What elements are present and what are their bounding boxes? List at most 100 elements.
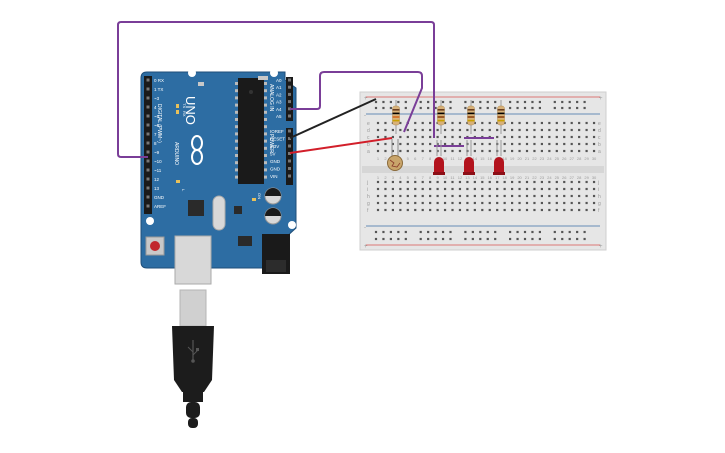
wire-purple-analog[interactable] — [290, 71, 423, 133]
column-number: 6 — [414, 156, 417, 161]
power-pin-label: IOREF — [270, 129, 284, 134]
resistors[interactable] — [392, 100, 505, 134]
analog-header-label: ANALOG IN — [268, 84, 274, 112]
digital-pin-label: 7 — [154, 132, 157, 137]
power-pin-label: GND — [270, 159, 281, 164]
digital-header-label: DIGITAL (PWM~) — [156, 104, 162, 143]
digital-pin-label: ~11 — [154, 168, 162, 173]
resistor[interactable] — [392, 100, 400, 134]
column-number: 14 — [473, 156, 478, 161]
column-number: 29 — [584, 156, 589, 161]
rx-led-label: RX — [182, 111, 187, 117]
column-number: 4 — [399, 175, 402, 180]
analog-header[interactable] — [286, 77, 293, 121]
red-led[interactable] — [433, 140, 445, 175]
column-number: 21 — [525, 175, 530, 180]
rail-plus-label-bottom: + — [364, 244, 368, 250]
l-led-label: L — [181, 189, 186, 192]
red-led[interactable] — [493, 140, 505, 175]
column-number: 7 — [422, 175, 425, 180]
bottom-power-rail[interactable] — [374, 230, 586, 241]
digital-pin-label: 13 — [154, 186, 160, 191]
wire-red-5v[interactable] — [289, 137, 393, 154]
column-number: 25 — [555, 156, 560, 161]
row-letter: g — [598, 201, 601, 207]
column-number: 26 — [562, 156, 567, 161]
on-led-label: ON — [257, 193, 262, 199]
column-number: 11 — [450, 175, 455, 180]
column-number: 12 — [458, 156, 463, 161]
column-number: 27 — [569, 175, 574, 180]
digital-pin-label: ~3 — [154, 96, 160, 101]
column-number: 26 — [562, 175, 567, 180]
column-number: 28 — [577, 175, 582, 180]
column-number: 1 — [377, 156, 380, 161]
reset-button[interactable] — [145, 236, 165, 256]
column-number: 22 — [532, 156, 537, 161]
breadboard-column-numbers: 1122334455667788991010111112121313141415… — [377, 156, 597, 180]
red-led[interactable] — [463, 140, 475, 175]
column-number: 3 — [392, 175, 395, 180]
tx-led-label: TX — [182, 103, 187, 108]
usb-symbol-icon — [187, 340, 199, 363]
row-letter: d — [367, 128, 370, 134]
board-model-label: UNO — [183, 96, 198, 125]
column-number: 8 — [429, 156, 432, 161]
column-number: 1 — [377, 175, 380, 180]
column-number: 6 — [414, 175, 417, 180]
wire-purple-long[interactable] — [117, 21, 435, 158]
row-letter: f — [367, 208, 369, 214]
column-number: 29 — [584, 175, 589, 180]
digital-pin-label: ~10 — [154, 159, 162, 164]
column-number: 15 — [480, 156, 485, 161]
column-number: 18 — [502, 175, 507, 180]
column-number: 15 — [480, 175, 485, 180]
column-number: 24 — [547, 175, 552, 180]
rail-plus-label-top-right: + — [599, 96, 603, 102]
column-number: 8 — [429, 175, 432, 180]
column-number: 9 — [436, 175, 439, 180]
power-header[interactable] — [286, 128, 293, 185]
analog-pin-label: A2 — [276, 92, 282, 97]
column-number: 30 — [592, 175, 597, 180]
column-number: 30 — [592, 156, 597, 161]
photoresistor[interactable] — [387, 139, 403, 171]
resistor[interactable] — [467, 100, 475, 134]
arduino-uno-board[interactable]: DIGITAL (PWM~) 0 RX1 TX~34~5~678~9~10~11… — [140, 69, 297, 274]
column-number: 5 — [407, 156, 410, 161]
wire-black-gnd[interactable] — [289, 98, 377, 139]
column-number: 12 — [458, 175, 463, 180]
power-header-label: POWER — [268, 134, 274, 153]
resistor[interactable] — [437, 100, 445, 134]
row-letter: a — [598, 149, 601, 155]
row-letter: a — [367, 149, 370, 155]
column-number: 23 — [540, 175, 545, 180]
row-letter: i — [598, 187, 599, 193]
usb-cable[interactable] — [172, 289, 214, 428]
digital-header[interactable] — [144, 76, 152, 214]
digital-pin-label: GND — [154, 195, 165, 200]
microcontroller-chip — [238, 78, 264, 184]
column-number: 27 — [569, 156, 574, 161]
row-letter: b — [598, 142, 601, 148]
column-number: 20 — [517, 175, 522, 180]
power-pin-label: RESET — [270, 137, 285, 142]
rail-plus-label-top: + — [364, 96, 368, 102]
row-letter: d — [598, 128, 601, 134]
row-letter: e — [598, 121, 601, 127]
analog-pin-label: A3 — [276, 100, 282, 105]
rail-minus-label-bottom: - — [364, 225, 366, 231]
column-number: 10 — [443, 175, 448, 180]
leds[interactable] — [433, 140, 505, 175]
usb-port[interactable] — [174, 235, 212, 285]
top-power-rail[interactable] — [374, 100, 586, 110]
resistor[interactable] — [497, 100, 505, 134]
power-pin-label: 5V — [270, 152, 276, 157]
column-number: 19 — [510, 175, 515, 180]
column-number: 5 — [407, 175, 410, 180]
